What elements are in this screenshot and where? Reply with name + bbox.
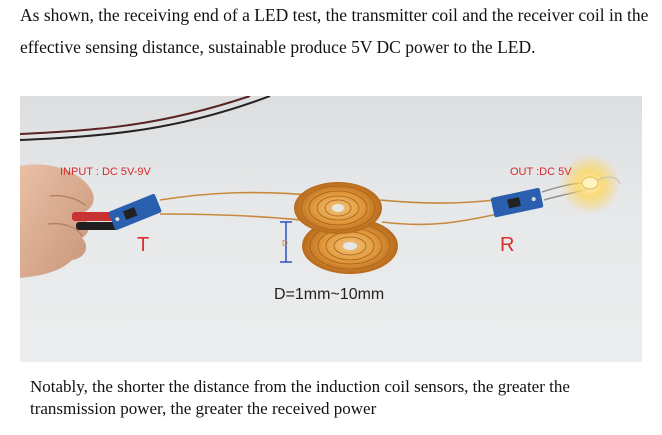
product-photo: D INPUT : DC 5V-9V OUT :DC 5V T R D=1mm~… bbox=[20, 96, 642, 362]
wire-black bbox=[20, 96, 271, 141]
led-icon bbox=[581, 176, 599, 190]
black-clip bbox=[76, 222, 118, 230]
input-voltage-label: INPUT : DC 5V-9V bbox=[60, 166, 151, 178]
transmitter-label: T bbox=[137, 234, 150, 256]
coil-illustration: D bbox=[20, 96, 621, 278]
distance-label: D=1mm~10mm bbox=[274, 286, 385, 303]
hand-shape bbox=[20, 164, 94, 278]
wire-red bbox=[20, 96, 251, 135]
svg-text:D: D bbox=[282, 239, 288, 248]
output-voltage-label: OUT :DC 5V bbox=[510, 166, 572, 178]
transmitter-board bbox=[108, 193, 162, 231]
note-paragraph: Notably, the shorter the distance from t… bbox=[30, 377, 570, 418]
intro-paragraph: As shown, the receiving end of a LED tes… bbox=[20, 5, 649, 57]
red-clip bbox=[72, 212, 116, 221]
receiver-label: R bbox=[500, 234, 515, 256]
receiver-board bbox=[490, 188, 544, 218]
